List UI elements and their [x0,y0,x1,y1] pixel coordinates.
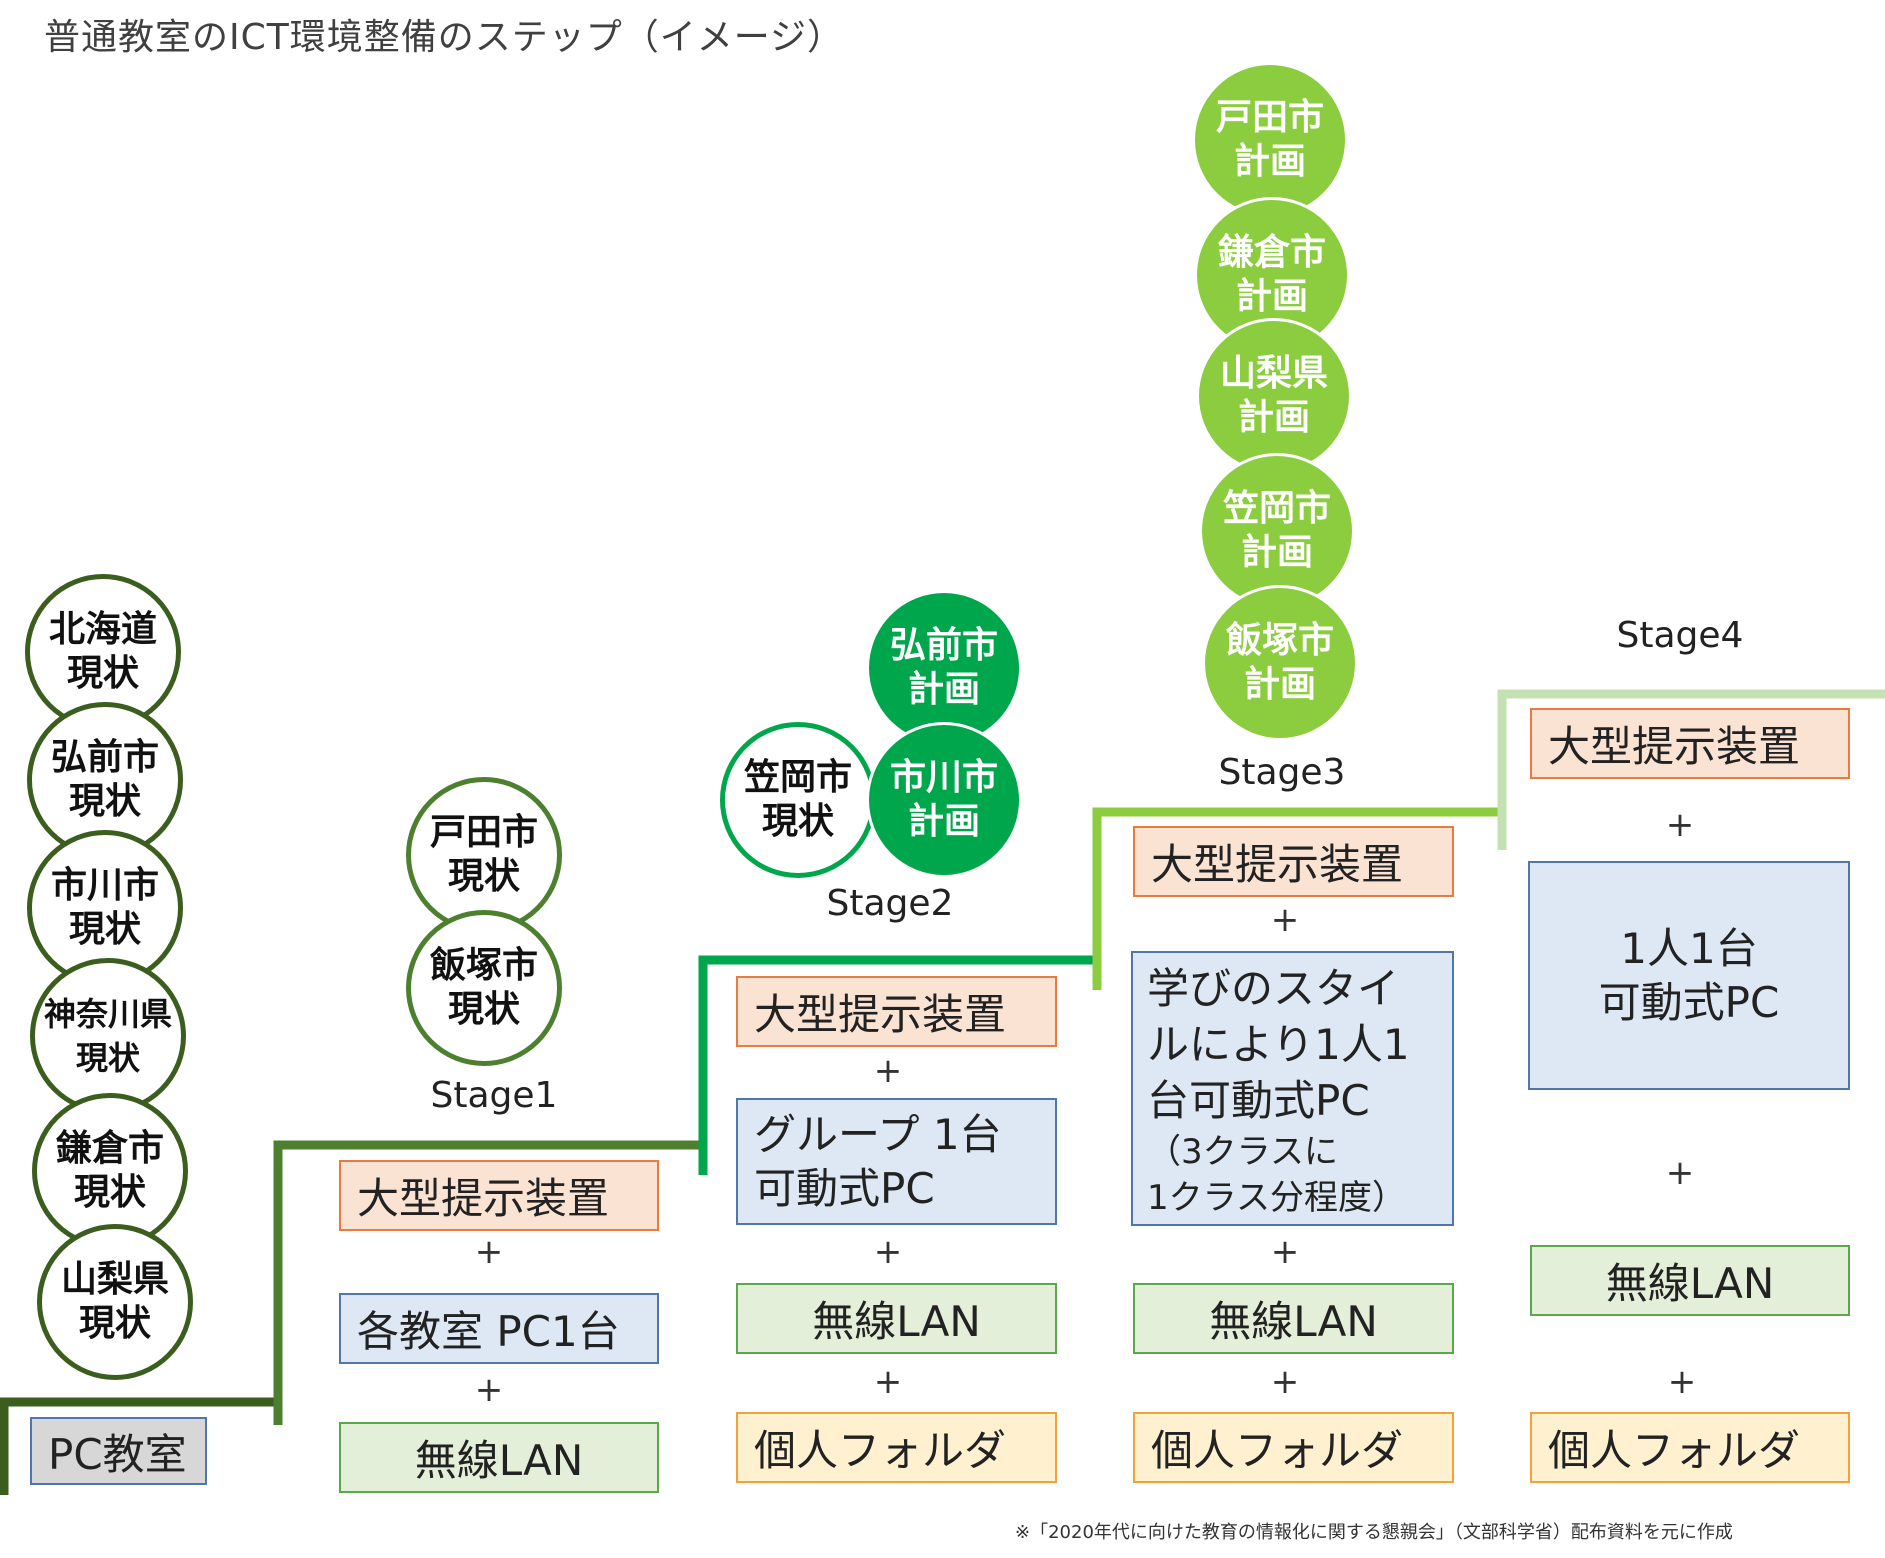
circle-status: 計画 [1243,664,1316,705]
circle-stage3-5: 飯塚市 計画 [1202,585,1358,741]
item-wireless-lan: 無線LAN [339,1422,659,1493]
stage3-label: Stage3 [1218,752,1346,793]
source-note: ※「2020年代に向けた教育の情報化に関する懇親会」（文部科学省）配布資料を元に… [1015,1522,1733,1543]
circle-status: 計画 [1233,141,1306,182]
circle-label: 戸田市 [429,812,538,853]
pc-line2: 可動式PC [1598,977,1780,1027]
circle-stage2-1: 弘前市 計画 [866,590,1022,746]
circle-status: 現状 [78,1303,151,1344]
circle-status: 現状 [73,1172,146,1213]
stage4-step-line [1497,689,1885,850]
item-personal-folder: 個人フォルダ [1530,1412,1850,1483]
item-group-pc-line1: グループ 1台 [754,1109,1002,1159]
circle-stage0-2: 弘前市 現状 [27,702,183,858]
item-large-display: 大型提示装置 [339,1160,659,1231]
pc-description-line: 学びのスタイ [1147,964,1400,1013]
circle-stage1-1: 戸田市 現状 [406,777,562,933]
circle-label: 笠岡市 [1222,488,1331,529]
circle-label: 飯塚市 [429,945,538,986]
circle-stage2-3: 市川市 計画 [866,722,1022,878]
plus-sign: + [1665,805,1695,845]
circle-label: 山梨県 [1219,353,1328,394]
circle-stage1-2: 飯塚市 現状 [406,910,562,1066]
circle-stage3-3: 山梨県 計画 [1196,318,1352,474]
circle-label: 笠岡市 [743,757,852,798]
pc-description-line: 台可動式PC [1147,1076,1370,1125]
circle-label: 飯塚市 [1225,620,1334,661]
circle-status: 現状 [447,989,520,1030]
circle-status: 計画 [1235,276,1308,317]
plus-sign: + [474,1232,504,1272]
circle-label: 戸田市 [1215,97,1324,138]
circle-stage0-6: 山梨県 現状 [37,1224,193,1380]
circle-stage0-4: 神奈川県 現状 [30,958,186,1114]
pc-note-line: （3クラスに [1147,1132,1338,1172]
stage1-label: Stage1 [430,1075,558,1116]
circle-status: 計画 [1240,532,1313,573]
item-personal-folder: 個人フォルダ [1133,1412,1454,1483]
plus-sign: + [1665,1153,1695,1193]
circle-stage3-4: 笠岡市 計画 [1199,453,1355,609]
circle-status: 計画 [1237,397,1310,438]
circle-stage0-5: 鎌倉市 現状 [32,1093,188,1249]
plus-sign: + [474,1370,504,1410]
plus-sign: + [1270,900,1300,940]
circle-label: 山梨県 [60,1259,169,1300]
stage4-label: Stage4 [1616,615,1744,656]
circle-status: 現状 [761,801,834,842]
circle-label: 北海道 [48,609,157,650]
plus-sign: + [873,1232,903,1272]
circle-status: 現状 [75,1039,140,1077]
circle-status: 現状 [447,856,520,897]
plus-sign: + [1667,1362,1697,1402]
item-group-pc: グループ 1台 可動式PC [736,1098,1057,1225]
circle-stage2-2: 笠岡市 現状 [720,722,876,878]
circle-stage0-1: 北海道 現状 [25,574,181,730]
plus-sign: + [873,1362,903,1402]
item-pc-per-classroom: 各教室 PC1台 [339,1293,659,1364]
circle-status: 現状 [66,653,139,694]
pc-note-line: 1クラス分程度） [1147,1178,1406,1218]
circle-status: 現状 [68,909,141,950]
circle-status: 計画 [907,669,980,710]
item-pc-room: PC教室 [30,1417,207,1485]
item-wireless-lan: 無線LAN [1530,1245,1850,1316]
plus-sign: + [873,1051,903,1091]
item-one-pc-per-student: 1人1台 可動式PC [1528,861,1850,1090]
item-learning-style-pc: 学びのスタイ ルにより1人1 台可動式PC （3クラスに 1クラス分程度） [1131,951,1454,1226]
item-wireless-lan: 無線LAN [736,1283,1057,1354]
circle-status: 現状 [68,781,141,822]
circle-label: 鎌倉市 [1217,232,1326,273]
circle-label: 鎌倉市 [55,1128,164,1169]
circle-label: 神奈川県 [43,995,172,1033]
stage2-label: Stage2 [826,883,954,924]
page-title: 普通教室のICT環境整備のステップ（イメージ） [44,17,845,58]
circle-label: 弘前市 [50,737,159,778]
item-personal-folder: 個人フォルダ [736,1412,1057,1483]
item-large-display: 大型提示装置 [1530,708,1850,779]
item-large-display: 大型提示装置 [736,976,1057,1047]
circle-label: 市川市 [50,865,159,906]
circle-stage3-1: 戸田市 計画 [1192,62,1348,218]
pc-description-line: ルにより1人1 [1147,1020,1410,1069]
item-large-display: 大型提示装置 [1133,826,1454,897]
item-wireless-lan: 無線LAN [1133,1283,1454,1354]
circle-label: 弘前市 [889,625,998,666]
pc-line1: 1人1台 [1620,923,1758,973]
plus-sign: + [1270,1362,1300,1402]
circle-status: 計画 [907,801,980,842]
item-group-pc-line2: 可動式PC [754,1163,935,1213]
plus-sign: + [1270,1232,1300,1272]
circle-label: 市川市 [889,757,998,798]
